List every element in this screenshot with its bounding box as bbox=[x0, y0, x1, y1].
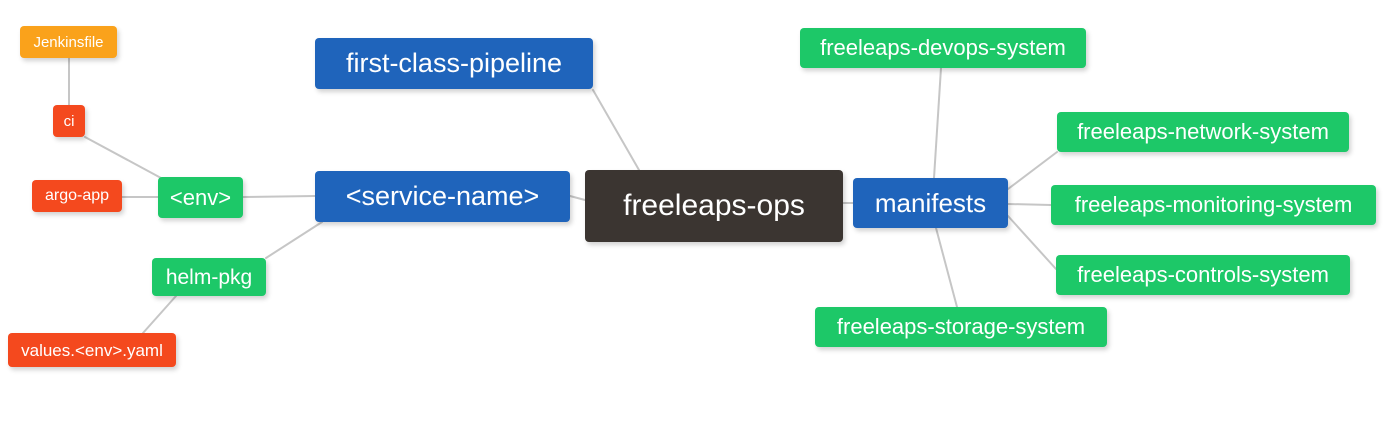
node-label-freeleaps-controls-system: freeleaps-controls-system bbox=[1077, 262, 1329, 287]
node-ci[interactable]: ci bbox=[53, 105, 85, 137]
node-label-ci: ci bbox=[63, 112, 75, 130]
node-manifests[interactable]: manifests bbox=[853, 178, 1008, 228]
node-label-jenkinsfile: Jenkinsfile bbox=[33, 33, 104, 51]
edge-helm-pkg-to-values-env-yaml bbox=[142, 295, 177, 334]
node-label-freeleaps-monitoring-system: freeleaps-monitoring-system bbox=[1074, 192, 1353, 217]
edge-manifests-to-freeleaps-network-system bbox=[1007, 151, 1058, 190]
node-jenkinsfile[interactable]: Jenkinsfile bbox=[20, 26, 117, 58]
node-freeleaps-storage-system[interactable]: freeleaps-storage-system bbox=[815, 307, 1107, 347]
node-label-freeleaps-ops: freeleaps-ops bbox=[623, 189, 805, 222]
node-label-env: <env> bbox=[169, 184, 232, 210]
node-label-freeleaps-devops-system: freeleaps-devops-system bbox=[820, 35, 1066, 60]
edge-service-name-to-helm-pkg bbox=[265, 221, 323, 259]
node-freeleaps-network-system[interactable]: freeleaps-network-system bbox=[1057, 112, 1349, 152]
node-label-manifests: manifests bbox=[874, 188, 987, 218]
node-label-freeleaps-storage-system: freeleaps-storage-system bbox=[836, 314, 1086, 339]
node-freeleaps-ops[interactable]: freeleaps-ops bbox=[585, 170, 843, 242]
edge-manifests-to-freeleaps-storage-system bbox=[935, 227, 958, 308]
node-label-values-env-yaml: values.<env>.yaml bbox=[21, 340, 163, 360]
edge-manifests-to-freeleaps-monitoring-system bbox=[1007, 203, 1052, 206]
node-env[interactable]: <env> bbox=[158, 177, 243, 218]
node-label-freeleaps-network-system: freeleaps-network-system bbox=[1077, 119, 1329, 144]
node-label-helm-pkg: helm-pkg bbox=[165, 265, 253, 289]
edge-manifests-to-freeleaps-controls-system bbox=[1007, 215, 1057, 270]
edge-service-name-to-env bbox=[242, 195, 316, 198]
node-helm-pkg[interactable]: helm-pkg bbox=[152, 258, 266, 296]
node-values-env-yaml[interactable]: values.<env>.yaml bbox=[8, 333, 176, 367]
node-label-first-class-pipeline: first-class-pipeline bbox=[345, 48, 563, 78]
edge-freeleaps-ops-to-service-name bbox=[569, 195, 586, 201]
node-label-argo-app: argo-app bbox=[44, 187, 110, 204]
edge-freeleaps-ops-to-first-class-pipeline bbox=[592, 89, 640, 171]
node-service-name[interactable]: <service-name> bbox=[315, 171, 570, 222]
node-argo-app[interactable]: argo-app bbox=[32, 180, 122, 212]
node-freeleaps-devops-system[interactable]: freeleaps-devops-system bbox=[800, 28, 1086, 68]
edge-manifests-to-freeleaps-devops-system bbox=[933, 67, 942, 179]
node-freeleaps-controls-system[interactable]: freeleaps-controls-system bbox=[1056, 255, 1350, 295]
node-freeleaps-monitoring-system[interactable]: freeleaps-monitoring-system bbox=[1051, 185, 1376, 225]
node-first-class-pipeline[interactable]: first-class-pipeline bbox=[315, 38, 593, 89]
edge-env-to-ci bbox=[84, 136, 162, 179]
node-label-service-name: <service-name> bbox=[345, 181, 540, 211]
